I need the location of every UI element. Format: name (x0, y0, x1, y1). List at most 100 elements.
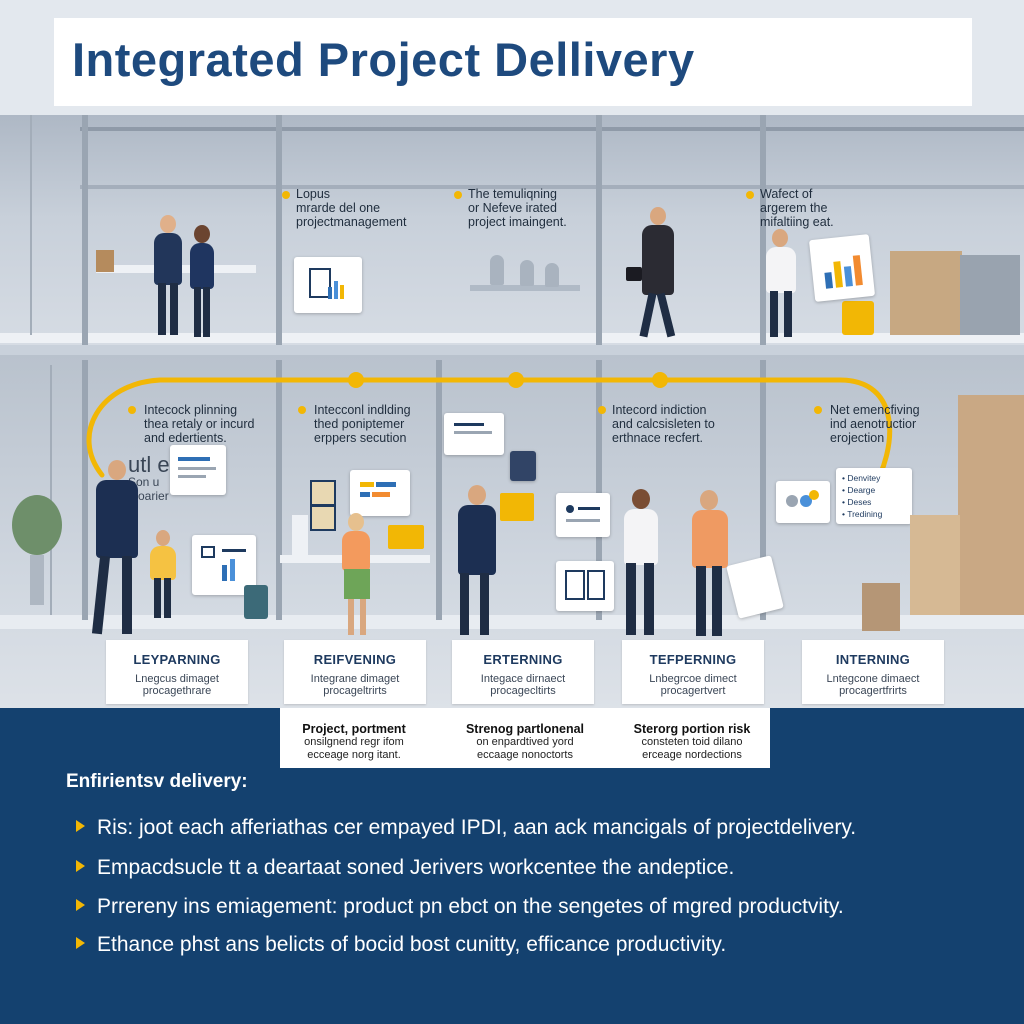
torso (154, 233, 182, 285)
pillar (760, 115, 766, 345)
suit (458, 505, 496, 575)
pillar (596, 115, 602, 345)
caption-marker (128, 406, 136, 414)
legend-item: • Denvitey (842, 473, 881, 483)
framed-picture (310, 480, 336, 506)
bullet-text: Ris: joot each afferiathas cer empayed I… (97, 816, 857, 839)
torso (190, 243, 214, 289)
calculator-card (556, 561, 614, 611)
legend-item: • Deses (842, 497, 872, 507)
window-frame (30, 115, 32, 335)
board-line: p oarier (128, 489, 169, 503)
leg (696, 566, 706, 636)
caption-line: thed poniptemer (314, 417, 405, 431)
phase-name: TEFPERNING (649, 652, 737, 667)
caption-line: Intecconl indlding (314, 403, 411, 417)
caption-line: The temuliqning (468, 187, 557, 201)
torso (766, 247, 796, 293)
caption-line: argerem the (760, 201, 828, 215)
note-3: Sterorg portion risk consteten toid dila… (618, 722, 766, 762)
lower-caption-2: Intecconl indlding thed poniptemer erppe… (314, 403, 411, 445)
caption-line: Net emencfiving (830, 403, 920, 417)
note-2: Strenog partlonenal on enpardtived yord … (452, 722, 598, 762)
head (194, 225, 210, 243)
message-icon (454, 423, 492, 434)
leg (480, 573, 489, 635)
note-title: Strenog partlonenal (465, 722, 585, 736)
torso (692, 510, 728, 568)
cabinet (96, 250, 114, 272)
process-flow-line (86, 372, 893, 498)
leg (203, 287, 210, 337)
note-line: eccaage nonoctorts (476, 749, 573, 761)
document-chart-icon (309, 268, 344, 299)
skirt (344, 569, 370, 599)
bullet-item: Prrereny ins emiagement: product pn ebct… (76, 895, 844, 919)
document-card (170, 445, 226, 495)
note-line: consteten toid dilano (641, 736, 743, 748)
caption-marker (598, 406, 606, 414)
pillar (276, 360, 282, 620)
plant (12, 495, 62, 555)
process-node (652, 372, 668, 388)
circles-icon (786, 490, 819, 507)
bullet-arrow-icon (76, 937, 85, 950)
lower-caption-4: Net emencfiving ind aenotructior eroject… (830, 403, 920, 445)
suit (96, 480, 138, 558)
note-line: ecceage norg itant. (307, 749, 401, 761)
leg (122, 556, 132, 634)
phase-name: LEYPARNING (133, 652, 221, 667)
caption-marker (298, 406, 306, 414)
note-line: on enpardtived yord (476, 736, 574, 748)
briefcase (626, 267, 642, 281)
phase-line: Integrane dimaget (310, 673, 400, 685)
note-1: Project, portment onsilgnend regr ifom e… (284, 722, 424, 762)
ceiling-beam (80, 185, 1024, 189)
text-lines-icon (178, 457, 216, 478)
phase-line: Lnbegrcoe dimect (649, 673, 737, 685)
leg (348, 599, 354, 635)
caption-line: projectmanagement (296, 215, 407, 229)
caption-line: Wafect of (760, 187, 813, 201)
upper-caption-1: Lopus mrarde del one projectmanagement (296, 187, 406, 229)
cabinet (960, 255, 1020, 335)
notes-band (280, 708, 770, 768)
legend-label: Tredining (847, 509, 883, 519)
caption-line: mifaltiing eat. (760, 215, 834, 229)
folder-icon (500, 493, 534, 521)
leg (626, 563, 636, 635)
phase-line: Integace dirnaect (480, 673, 566, 685)
upper-caption-3: Wafect of argerem the mifaltiing eat. (760, 187, 834, 229)
profile-card (510, 451, 536, 481)
storage-boxes (890, 251, 962, 335)
note-line: erceage nordections (642, 749, 742, 761)
torso (342, 531, 370, 571)
phase-line: Lntegcone dimaect (826, 673, 920, 685)
leg (154, 578, 161, 618)
wooden-panel (958, 395, 1024, 615)
phase-name: INTERNING (835, 652, 911, 667)
chat-icon (566, 505, 600, 522)
head (348, 513, 364, 531)
legend-item: • Tredining (842, 509, 883, 519)
task-card (350, 470, 410, 516)
bullet-arrow-icon (76, 899, 85, 912)
chart-card (294, 257, 362, 313)
chart-board-icon (201, 546, 246, 581)
legend-label: Dearge (847, 485, 876, 495)
head (632, 489, 650, 509)
phase-line: Lnegcus dimaget (135, 673, 219, 685)
board-line: utl et (128, 452, 176, 477)
coat (642, 225, 674, 295)
phase-line: procagethrare (142, 685, 212, 697)
folder-icon (388, 525, 424, 549)
caption-line: erojection (830, 431, 885, 445)
bullet-item: Ethance phst ans belicts of bocid bost c… (76, 933, 726, 957)
caption-line: Lopus (296, 187, 331, 201)
caption-line: erppers secution (314, 431, 407, 445)
bullet-text: Ethance phst ans belicts of bocid bost c… (97, 933, 727, 956)
